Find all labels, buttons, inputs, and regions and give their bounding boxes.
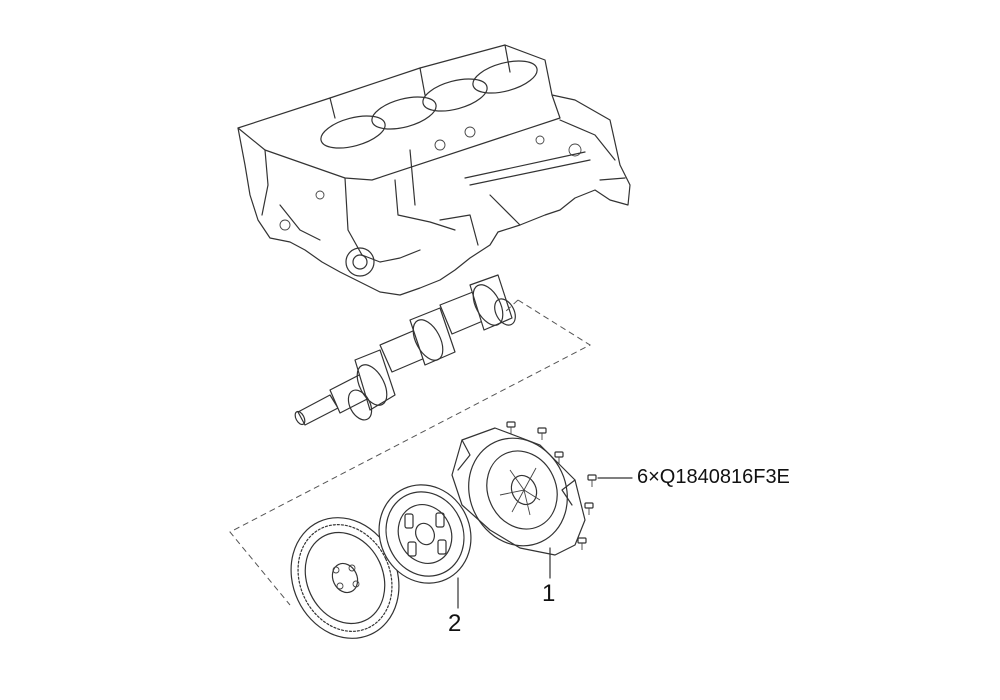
- flywheel: [290, 517, 400, 639]
- callout-2-clutch-disc: 2: [448, 610, 462, 637]
- bolt-icon: [554, 451, 564, 464]
- callout-1-pressure-plate: 1: [542, 580, 556, 607]
- bolt-part-number-label: 6×Q1840816F3E: [637, 466, 790, 488]
- alignment-dashed-line: [504, 299, 519, 313]
- bolt-icon: [506, 421, 516, 434]
- bolt-icon: [537, 427, 547, 440]
- bolt-icon: [584, 502, 594, 515]
- bolt-icon: [587, 474, 597, 487]
- crankshaft: [294, 274, 516, 426]
- bolt-icon: [577, 537, 587, 550]
- pressure-plate: [451, 427, 586, 556]
- engine-block: [237, 44, 631, 296]
- alignment-dashed-box: [229, 299, 592, 606]
- pressure-plate-bolts: [506, 421, 597, 550]
- clutch-disc: [378, 484, 472, 584]
